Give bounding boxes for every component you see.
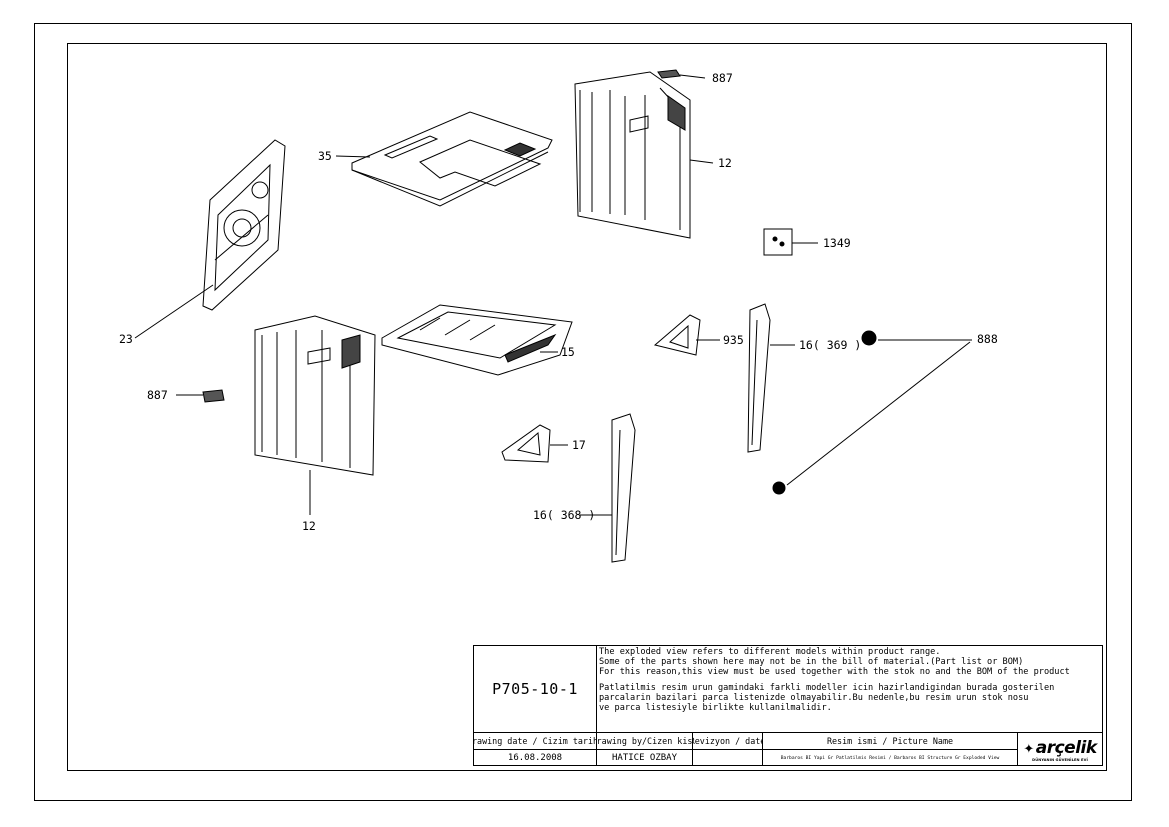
header-drawn-by: Drawing by/Cizen kisi [597,736,692,746]
note-tr-1: Patlatilmis resim urun gamindaki farkli … [599,683,1055,693]
callout-1349: 1349 [823,236,851,250]
callout-888: 888 [977,332,998,346]
part-887-top [657,69,706,79]
header-revision: Revizyon / date [693,736,762,746]
part-16-368-rail [580,413,636,563]
part-16-369-rail [747,303,795,453]
callout-35: 35 [318,149,332,163]
callout-12-top: 12 [718,156,732,170]
part-887-left [176,389,225,403]
part-888-bumpers [772,330,972,495]
callout-935: 935 [723,333,744,347]
header-drawing-date: Drawing date / Cizim tarihi [474,736,596,746]
note-en-3: For this reason,this view must be used t… [599,667,1070,677]
part-1349-clip [763,228,818,256]
value-picture-name: Barbaros BI Yapi Gr Patlatilmis Resimi /… [780,755,1000,761]
arcelik-mark-icon: ✦ [1023,741,1034,757]
callout-16-368: 16( 368 ) [533,508,596,522]
callout-16-369: 16( 369 ) [799,338,862,352]
drawing-code: P705-10-1 [474,646,597,732]
note-en-1: The exploded view refers to different mo… [599,647,941,657]
callout-887-left: 887 [147,388,168,402]
callout-15: 15 [561,345,575,359]
callout-12-bottom: 12 [302,519,316,533]
notes: The exploded view refers to different mo… [597,647,1102,731]
title-block: P705-10-1 The exploded view refers to di… [473,645,1103,766]
callout-887-top: 887 [712,71,733,85]
note-tr-2: parcalarin bazilari parca listenizde olm… [599,693,1029,703]
logo-brand: arçelik [1035,737,1097,758]
drawing-border-outer [34,23,1132,801]
value-drawing-date: 16.08.2008 [507,753,563,763]
callout-23: 23 [119,332,133,346]
note-en-2: Some of the parts shown here may not be … [599,657,1024,667]
drawing-border-inner [67,43,1107,771]
value-revision [693,750,762,766]
part-35-top-cover [335,111,553,207]
arcelik-logo: ✦arçelik DÜNYANIN GÜVENİLEN EVİ [1018,733,1102,766]
part-12-side-panel-bottom [254,315,376,515]
callout-17: 17 [572,438,586,452]
header-picture-name: Resim ismi / Picture Name [826,736,954,746]
part-12-side-panel-top [574,71,714,239]
part-935-bracket [653,314,720,356]
logo-tagline: DÜNYANIN GÜVENİLEN EVİ [1032,757,1088,762]
part-15-bottom-plate [381,304,573,376]
note-tr-3: ve parca listesiyle birlikte kullanilmal… [599,703,832,713]
part-17-bracket [501,424,568,463]
part-23-back-panel [134,139,286,339]
value-drawn-by: HATICE OZBAY [611,753,678,763]
